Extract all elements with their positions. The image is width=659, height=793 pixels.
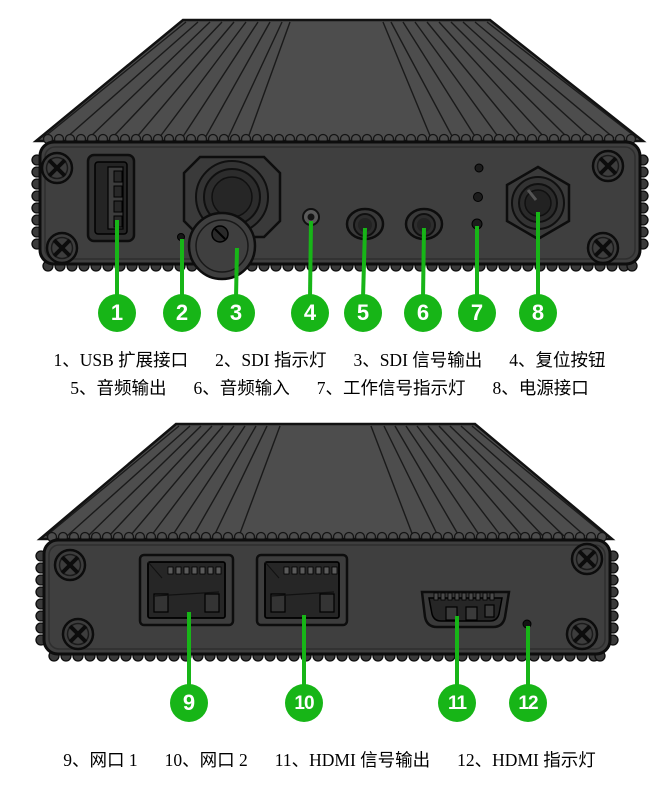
callout-badge-5: 5 [344, 294, 382, 332]
ethernet-port-1 [138, 553, 235, 627]
power-socket [505, 165, 571, 241]
corner-screw [53, 548, 87, 582]
caption-item: 4、复位按钮 [509, 350, 606, 370]
caption-item: 10、网口 2 [164, 750, 248, 770]
caption-item: 7、工作信号指示灯 [316, 378, 466, 398]
usb-expansion-port [86, 153, 136, 243]
rear-top-face [36, 422, 616, 541]
callout-badge-12: 12 [509, 684, 547, 722]
front-caption: 1、USB 扩展接口 2、SDI 指示灯 3、SDI 信号输出 4、复位按钮 5… [0, 346, 659, 402]
corner-screw [591, 149, 625, 183]
corner-screw [61, 617, 95, 651]
caption-item: 8、电源接口 [492, 378, 589, 398]
callout-badge-4: 4 [291, 294, 329, 332]
callout-badge-6: 6 [404, 294, 442, 332]
caption-item: 3、SDI 信号输出 [353, 350, 483, 370]
caption-item: 12、HDMI 指示灯 [457, 750, 596, 770]
ethernet-port-2 [255, 553, 349, 627]
callout-badge-10: 10 [285, 684, 323, 722]
rear-caption: 9、网口 1 10、网口 2 11、HDMI 信号输出 12、HDMI 指示灯 [0, 746, 659, 774]
heatsink-fins [42, 21, 638, 139]
caption-item: 2、SDI 指示灯 [215, 350, 327, 370]
corner-screw [586, 231, 620, 265]
corner-screw [45, 231, 79, 265]
audio-input-jack [404, 207, 444, 241]
callout-badge-2: 2 [163, 294, 201, 332]
caption-item: 9、网口 1 [63, 750, 138, 770]
rear-caption-row: 9、网口 1 10、网口 2 11、HDMI 信号输出 12、HDMI 指示灯 [0, 746, 659, 774]
caption-item: 1、USB 扩展接口 [53, 350, 189, 370]
callout-badge-9: 9 [170, 684, 208, 722]
callout-badge-1: 1 [98, 294, 136, 332]
caption-item: 6、音频输入 [193, 378, 290, 398]
heatsink-fins [45, 425, 607, 537]
caption-item: 11、HDMI 信号输出 [274, 750, 431, 770]
status-led-column [471, 163, 484, 230]
rear-leader-lines [187, 612, 530, 688]
hdmi-output-port [420, 590, 511, 629]
front-caption-row-2: 5、音频输出 6、音频输入 7、工作信号指示灯 8、电源接口 [0, 374, 659, 402]
front-device [31, 18, 649, 299]
callout-badge-8: 8 [519, 294, 557, 332]
bnc-dust-cap [187, 211, 257, 281]
front-top-face [32, 18, 647, 143]
corner-screw [40, 151, 74, 185]
audio-output-jack [345, 207, 385, 241]
callout-badge-7: 7 [458, 294, 496, 332]
front-caption-row-1: 1、USB 扩展接口 2、SDI 指示灯 3、SDI 信号输出 4、复位按钮 [0, 346, 659, 374]
corner-screw [570, 542, 604, 576]
rear-device [35, 422, 619, 688]
front-leader-lines [115, 212, 540, 299]
corner-screw [565, 617, 599, 651]
callout-badge-11: 11 [438, 684, 476, 722]
callout-badge-3: 3 [217, 294, 255, 332]
caption-item: 5、音频输出 [70, 378, 167, 398]
sdi-bnc-output [182, 155, 282, 281]
